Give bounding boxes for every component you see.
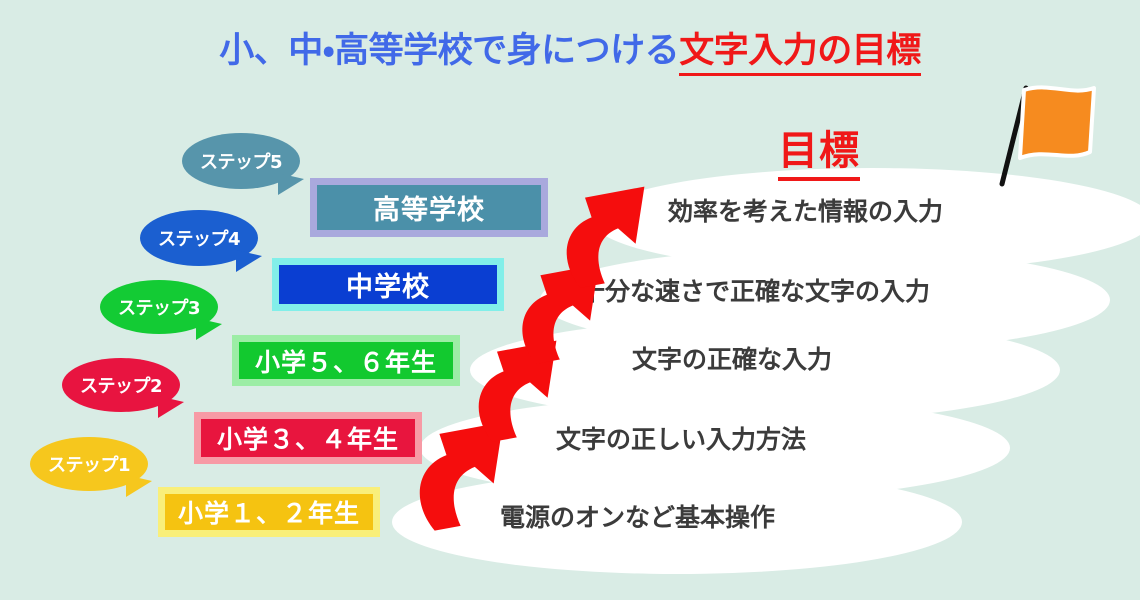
bubble-tail xyxy=(236,250,262,272)
step-bubble[interactable]: ステップ2 xyxy=(62,358,184,418)
step-bubble[interactable]: ステップ5 xyxy=(182,133,304,195)
step-bubble[interactable]: ステップ3 xyxy=(100,280,222,340)
goal-text: 電源のオンなど基本操作 xyxy=(500,503,776,532)
step-bubble-label: ステップ3 xyxy=(117,298,201,319)
step-bubble[interactable]: ステップ1 xyxy=(30,437,152,497)
arrow-step2-to-step3 xyxy=(464,334,574,444)
arrow-step1-to-step2 xyxy=(404,415,522,533)
step-bubble-label: ステップ2 xyxy=(79,376,163,397)
grade-box[interactable]: 小学１、２年生 xyxy=(158,487,380,537)
step-bubble[interactable]: ステップ4 xyxy=(140,210,262,272)
bubble-tail xyxy=(196,318,222,340)
grade-box[interactable]: 高等学校 xyxy=(310,178,548,237)
bubble-tail xyxy=(158,396,184,418)
title-main-text: 小、中・高等学校で身につける xyxy=(219,31,680,71)
grade-box[interactable]: 小学５、６年生 xyxy=(232,335,460,386)
grade-box[interactable]: 小学３、４年生 xyxy=(194,412,422,464)
goal-text: 文字の正確な入力 xyxy=(632,345,833,374)
goal-heading: 目標 xyxy=(778,118,860,181)
cloud-ellipse xyxy=(392,470,962,574)
goal-text: 文字の正しい入力方法 xyxy=(556,425,807,454)
bubble-tail xyxy=(278,173,304,195)
orange-flag-icon xyxy=(980,80,1100,190)
title-accent-text: 文字入力の目標 xyxy=(679,31,921,76)
goal-text: 十分な速さで正確な文字の入力 xyxy=(580,277,931,306)
step-bubble-label: ステップ1 xyxy=(47,455,131,476)
step-bubble-label: ステップ5 xyxy=(199,152,283,173)
goal-text: 効率を考えた情報の入力 xyxy=(668,197,944,226)
bubble-tail xyxy=(126,475,152,497)
step-bubble-label: ステップ4 xyxy=(157,229,241,250)
arrow-step3-to-step4 xyxy=(508,258,616,366)
page-title: 小、中・高等学校で身につける文字入力の目標 xyxy=(0,22,1140,76)
arrow-step4-to-step5 xyxy=(552,180,662,290)
grade-box[interactable]: 中学校 xyxy=(272,258,504,311)
